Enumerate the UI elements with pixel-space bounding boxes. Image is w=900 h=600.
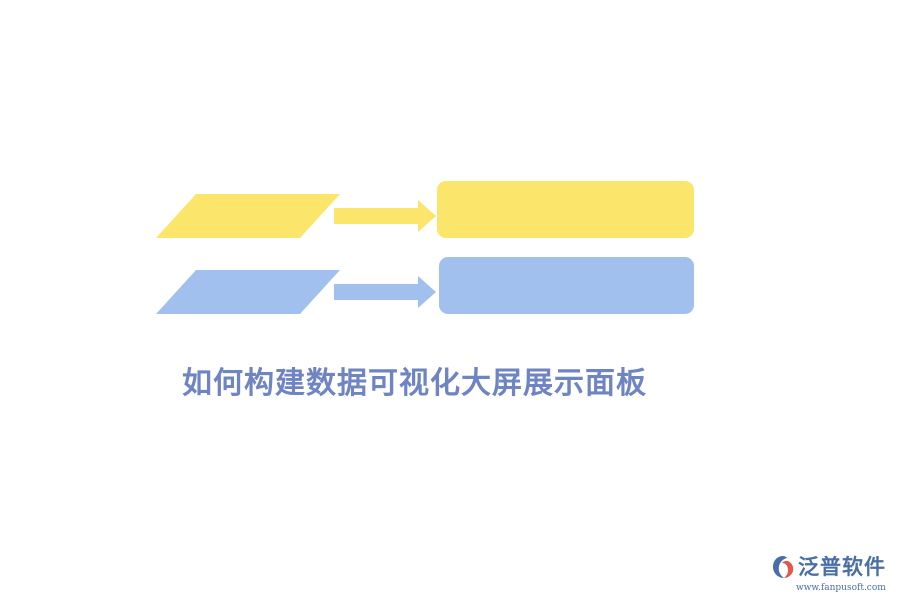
arrow-right-blue: [334, 276, 436, 308]
process-box-yellow: [437, 181, 694, 238]
page-title: 如何构建数据可视化大屏展示面板: [182, 366, 647, 401]
logo-url: www.fanpusoft.com: [796, 583, 886, 593]
arrow-right-yellow: [334, 200, 436, 232]
process-box-blue: [439, 257, 694, 314]
flow-row-yellow: [156, 181, 694, 238]
input-parallelogram-blue: [156, 270, 340, 314]
logo-name: 泛普软件: [798, 555, 886, 579]
flow-row-blue: [156, 257, 694, 314]
input-parallelogram-yellow: [156, 194, 340, 238]
fanpu-logo-icon: [773, 556, 794, 578]
brand-logo[interactable]: 泛普软件 www.fanpusoft.com: [768, 552, 896, 596]
